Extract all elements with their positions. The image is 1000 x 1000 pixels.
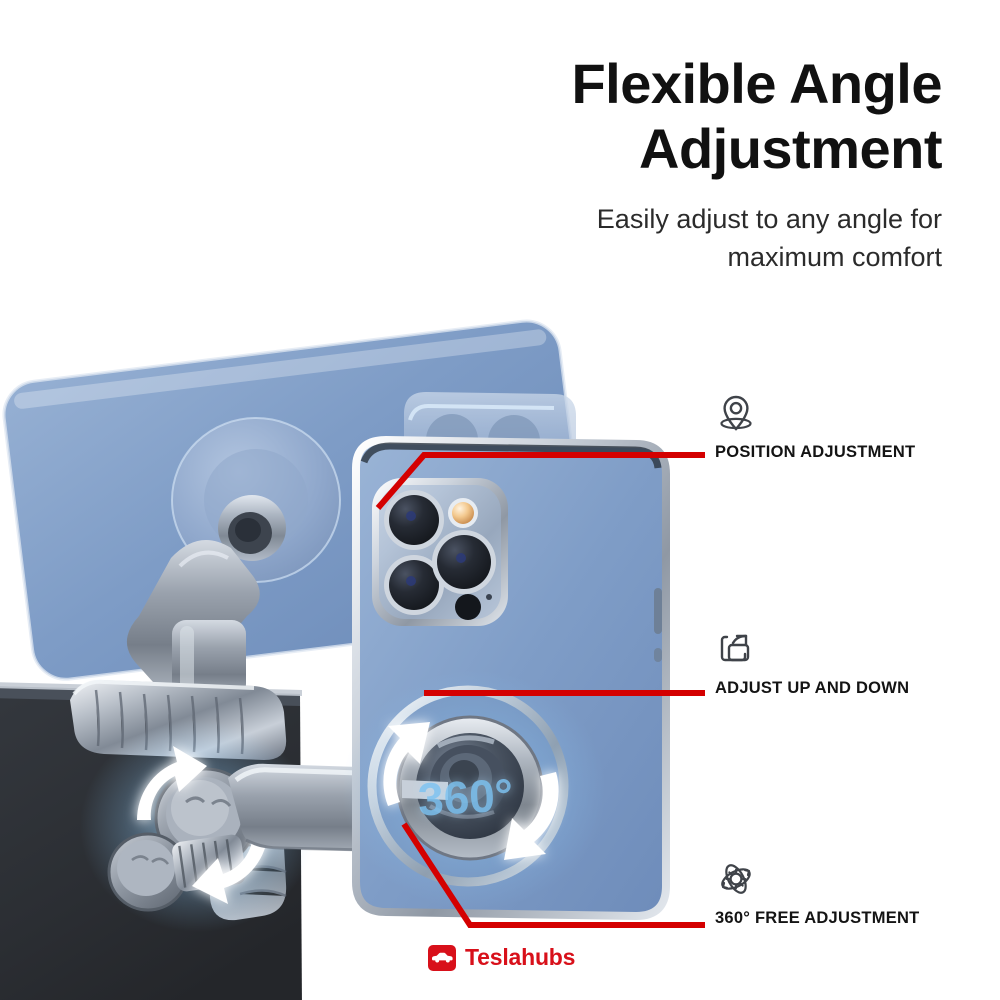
page-subtitle: Easily adjust to any angle for maximum c… (322, 200, 942, 277)
rotation-arrow-left-top (136, 746, 207, 820)
rotate-gear-icon (715, 858, 757, 900)
tension-knob-lower (107, 832, 189, 912)
camera-lenses (384, 490, 496, 615)
arm-hub-connector (402, 780, 448, 800)
microphone (486, 594, 492, 600)
title-line-1: Flexible Angle (571, 52, 942, 115)
callout-adjust-up-and-down: ADJUST UP AND DOWN (715, 628, 985, 698)
rotation-arrow-hub-bottom (504, 772, 559, 860)
header-block: Flexible Angle Adjustment Easily adjust … (322, 52, 942, 277)
brand-name: Teslahubs (465, 944, 576, 970)
subtitle-line-1: Easily adjust to any angle for (596, 203, 942, 234)
brand-logo: Teslahubs (428, 944, 575, 971)
callout-label: POSITION ADJUSTMENT (715, 443, 916, 461)
lidar-sensor (455, 594, 481, 620)
camera-flash (452, 502, 474, 524)
page-title: Flexible Angle Adjustment (322, 52, 942, 182)
rotation-hub-360 (396, 715, 544, 861)
callout-line-position (375, 452, 705, 510)
car-icon (428, 944, 456, 971)
move-frame-icon (715, 628, 757, 670)
rotation-arrow-left-bottom (192, 832, 268, 904)
mount-swivel-arm (126, 540, 260, 698)
title-line-2: Adjustment (639, 116, 943, 180)
callout-line-360 (401, 822, 705, 928)
location-pin-icon (715, 392, 757, 434)
rotation-arrow-hub-top (383, 722, 430, 806)
callout-label: 360° FREE ADJUSTMENT (715, 909, 920, 927)
callout-position-adjustment: POSITION ADJUSTMENT (715, 392, 985, 462)
subtitle-line-2: maximum comfort (727, 242, 942, 273)
callout-label: ADJUST UP AND DOWN (715, 679, 910, 697)
callout-360-free-adjustment: 360° FREE ADJUSTMENT (715, 858, 985, 928)
